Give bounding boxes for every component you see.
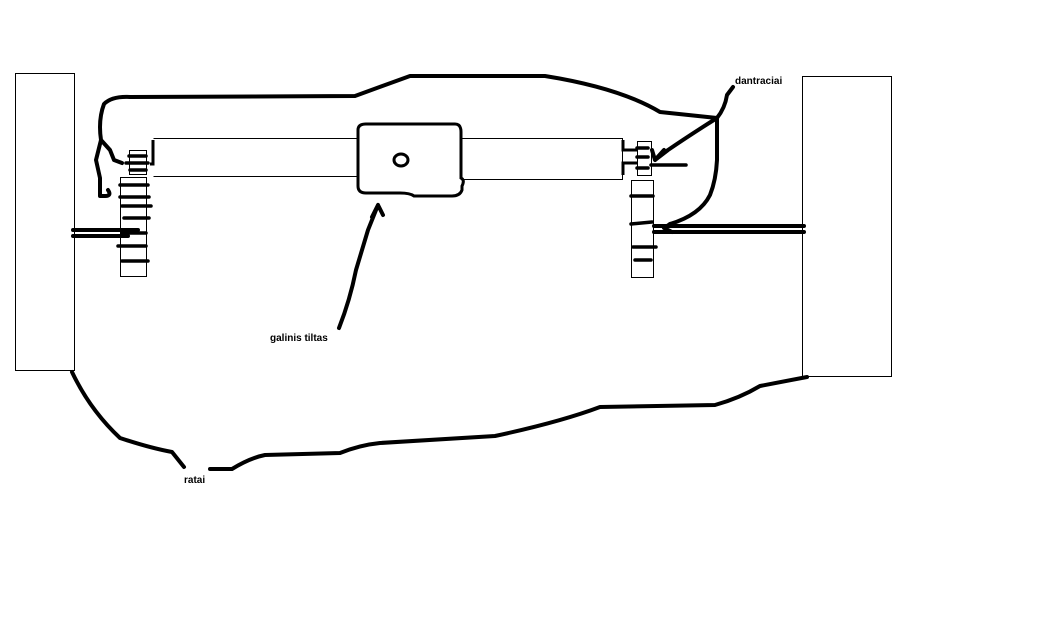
left-axle-tube <box>153 138 359 177</box>
rear-axle <box>153 122 623 198</box>
left-wheel <box>15 73 75 371</box>
axle-pointer-arrow <box>337 203 385 330</box>
wheels-label: ratai <box>184 475 206 486</box>
rear-axle-label: galinis tiltas <box>270 333 328 344</box>
gears-label: dantraciai <box>735 76 783 87</box>
gears-pointer-arrow-top <box>650 116 719 162</box>
left-gears <box>71 150 153 277</box>
wheels-pointer-line <box>70 370 809 471</box>
right-gears <box>621 140 806 278</box>
right-axle-tube <box>462 138 623 180</box>
gears-pointer-arrow <box>662 222 674 234</box>
differential-housing <box>356 122 465 198</box>
center-hole <box>392 152 410 168</box>
right-wheel <box>802 76 892 377</box>
outline-loop <box>94 74 735 226</box>
